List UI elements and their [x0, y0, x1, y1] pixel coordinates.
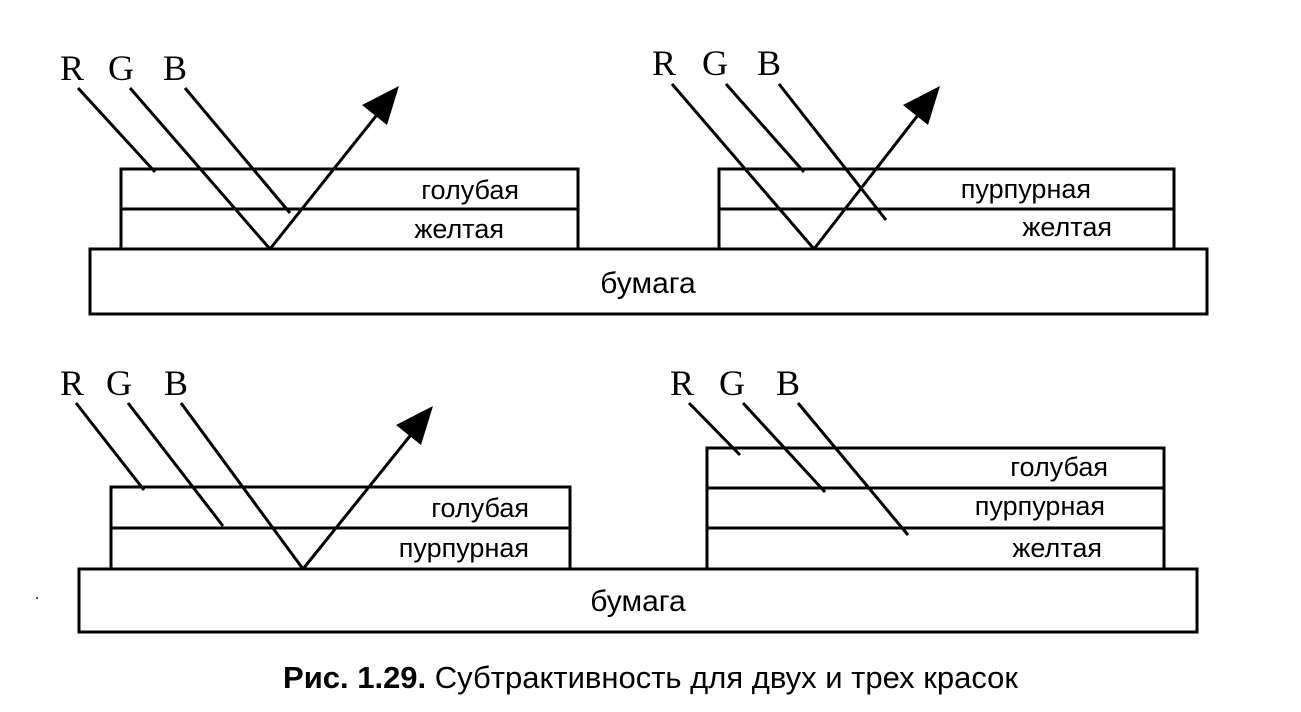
layer-bottom — [119, 207, 580, 251]
figure-caption-text: Субтрактивность для двух и трех красок — [434, 660, 1018, 695]
label-b: B — [776, 363, 800, 403]
reflected-ray — [812, 105, 927, 250]
layer-label-yellow: желтая — [414, 214, 504, 244]
ray-g — [741, 401, 827, 494]
label-r: R — [60, 48, 84, 88]
paper-strip-top — [88, 247, 1209, 316]
diagram-cyan-magenta-yellow: голубая пурпурная желтая R G B — [670, 363, 1166, 571]
figure-caption: Рис. 1.29. Субтрактивность для двух и тр… — [0, 660, 1301, 696]
layer-label-magenta: пурпурная — [399, 533, 529, 563]
ray-b — [179, 402, 305, 570]
arrowhead — [396, 406, 433, 445]
layer-top — [717, 167, 1176, 211]
ray-g — [724, 83, 806, 173]
paper-label-bottom: бумага — [590, 585, 686, 618]
layer-label-magenta: пурпурная — [975, 491, 1105, 521]
label-r: R — [60, 363, 84, 403]
paper-strip-bottom — [77, 567, 1199, 634]
ray-r — [74, 402, 146, 491]
scan-speck — [35, 596, 39, 600]
layer-label-cyan: голубая — [1010, 452, 1108, 482]
layer-top — [705, 446, 1166, 490]
diagram-cyan-yellow: голубая желтая R G B — [60, 48, 580, 251]
layer-label-cyan: голубая — [431, 493, 529, 523]
layer-label-yellow: желтая — [1012, 533, 1102, 563]
reflected-ray — [301, 425, 420, 570]
figure-number: Рис. 1.29. — [283, 660, 427, 695]
layer-bottom — [705, 526, 1166, 571]
label-r: R — [670, 363, 694, 403]
ray-b — [183, 87, 292, 214]
diagram-cyan-magenta: голубая пурпурная R G B — [60, 363, 572, 571]
label-b: B — [164, 363, 188, 403]
ray-r — [670, 83, 816, 250]
label-g: G — [719, 363, 745, 403]
ray-r — [76, 86, 157, 174]
reflected-ray — [268, 105, 386, 250]
label-r: R — [652, 43, 676, 83]
label-b: B — [163, 48, 187, 88]
layer-bottom — [109, 526, 572, 571]
paper-label-top: бумага — [600, 267, 696, 300]
label-g: G — [108, 48, 134, 88]
label-g: G — [106, 363, 132, 403]
ray-g — [126, 402, 225, 527]
layer-label-magenta: пурпурная — [961, 174, 1091, 204]
label-b: B — [757, 43, 781, 83]
ray-g — [128, 87, 272, 250]
diagram-magenta-yellow: пурпурная желтая R G B — [652, 43, 1176, 251]
arrowhead — [903, 86, 940, 125]
ray-r — [687, 401, 742, 457]
layer-label-yellow: желтая — [1022, 212, 1112, 242]
arrowhead — [362, 86, 399, 125]
ray-b — [777, 83, 888, 221]
ray-b — [796, 402, 910, 536]
layer-label-cyan: голубая — [421, 175, 519, 205]
label-g: G — [702, 43, 728, 83]
